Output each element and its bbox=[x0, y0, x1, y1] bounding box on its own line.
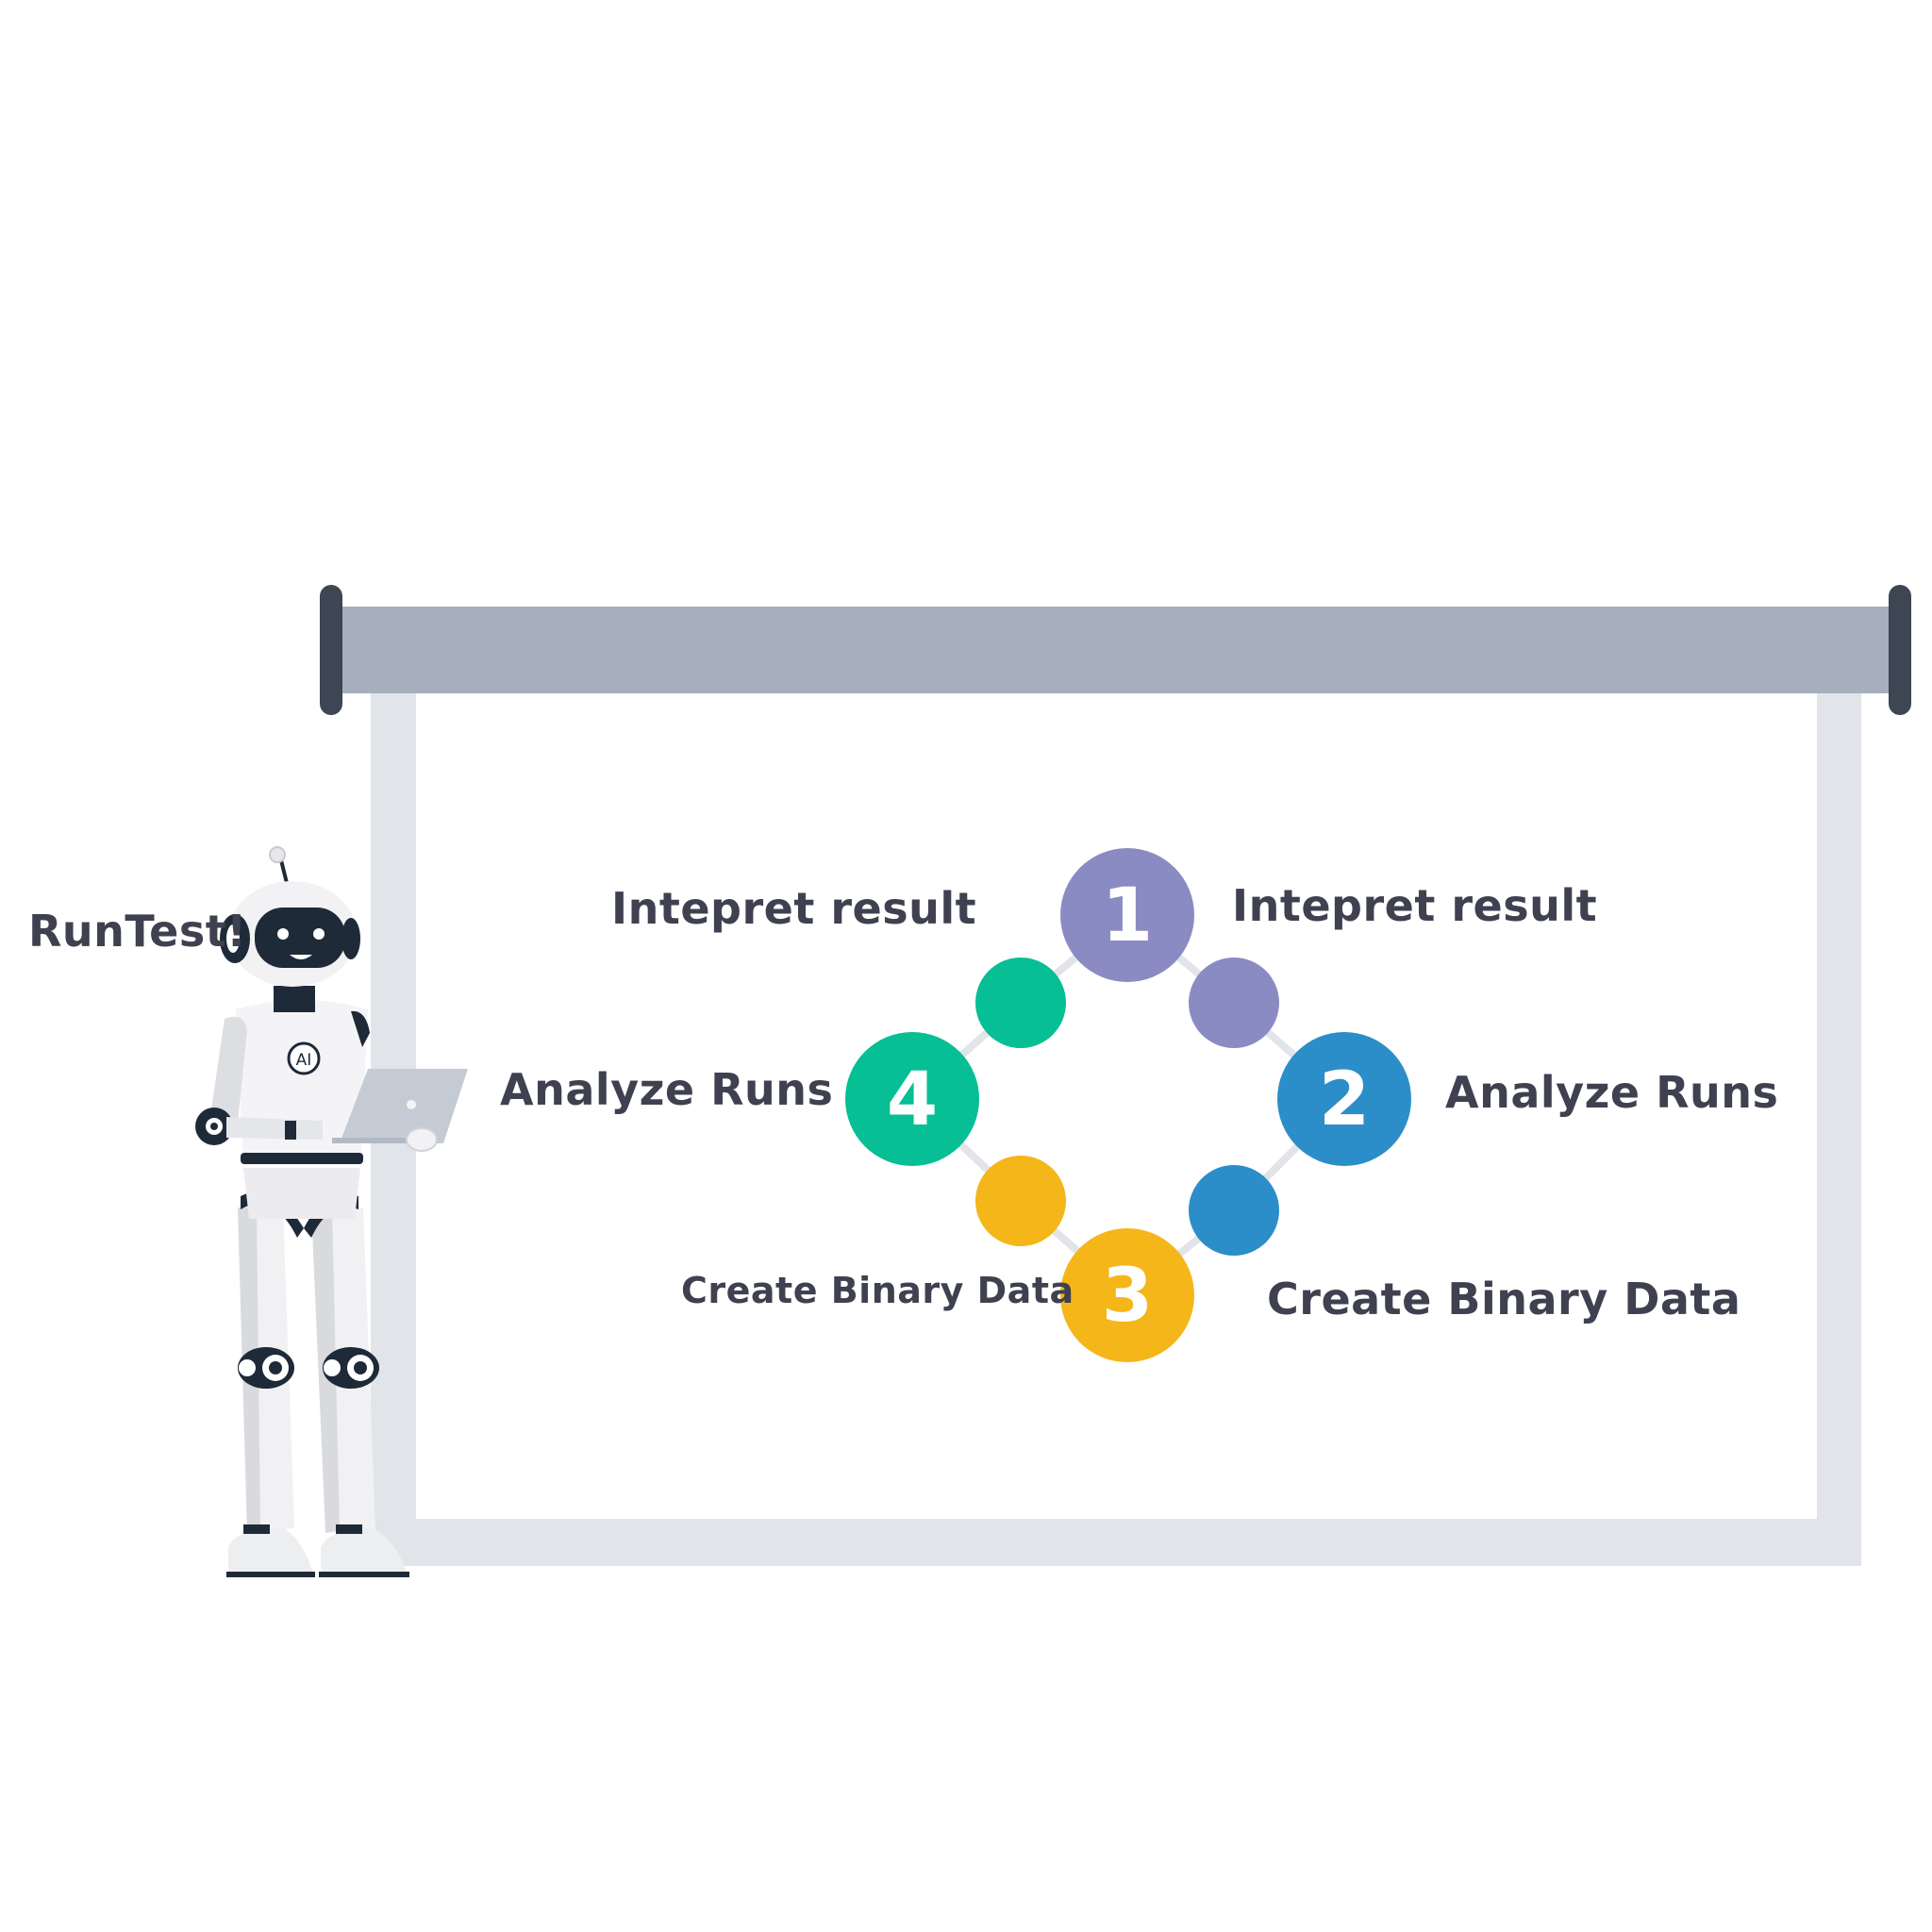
robot-neck bbox=[274, 986, 315, 1012]
step-2-number: 2 bbox=[1319, 1058, 1370, 1142]
connector-dot-yellow bbox=[975, 1156, 1066, 1246]
robot-left-arm bbox=[209, 1016, 247, 1123]
projection-screen bbox=[320, 585, 1911, 1566]
step-2-circle bbox=[1277, 1032, 1411, 1166]
step-3-number: 3 bbox=[1102, 1254, 1153, 1339]
robot-left-foot bbox=[228, 1528, 313, 1574]
robot-shoulder-right bbox=[351, 1010, 370, 1047]
robot-antenna-tip bbox=[269, 846, 286, 863]
robot-ear-left-inner bbox=[226, 924, 240, 953]
step-1-circle bbox=[1060, 848, 1194, 982]
screen-roller bbox=[330, 607, 1901, 693]
connector-dot-blue bbox=[1189, 1165, 1279, 1256]
robot-right-foot bbox=[321, 1528, 408, 1574]
laptop-base bbox=[332, 1138, 438, 1143]
step-2-label-left: Analyze Runs bbox=[500, 1064, 834, 1115]
robot-right-knee bbox=[323, 1347, 379, 1389]
step-4: 4 bbox=[845, 1032, 979, 1166]
step-3-label-right: Create Binary Data bbox=[1267, 1274, 1741, 1324]
step-3-circle bbox=[1060, 1228, 1194, 1362]
robot-left-knee bbox=[238, 1347, 294, 1389]
robot-right-hand bbox=[406, 1127, 438, 1152]
robot-illustration: AI bbox=[195, 846, 468, 1577]
step-1-label-right: Intepret result bbox=[1232, 880, 1598, 931]
robot-pelvis bbox=[243, 1168, 360, 1219]
robot-left-sole bbox=[226, 1572, 315, 1577]
connector-dot-purple bbox=[1189, 958, 1279, 1048]
step-1-number: 1 bbox=[1102, 874, 1153, 958]
step-4-circle bbox=[845, 1032, 979, 1166]
roller-cap-left bbox=[320, 585, 342, 715]
roller-cap-right bbox=[1889, 585, 1911, 715]
robot-right-sole bbox=[319, 1572, 409, 1577]
robot-right-ankle bbox=[336, 1524, 362, 1534]
robot-right-forearm bbox=[226, 1117, 323, 1140]
robot-left-hand-core bbox=[210, 1123, 218, 1130]
robot-smile bbox=[290, 955, 312, 959]
robot-left-ankle bbox=[243, 1524, 270, 1534]
step-3: 3 bbox=[1060, 1228, 1194, 1362]
step-3-label-left: Create Binary Data bbox=[681, 1270, 1074, 1311]
robot-eye-left bbox=[277, 928, 289, 940]
robot-belt bbox=[241, 1153, 363, 1164]
robot-wrist bbox=[285, 1121, 296, 1140]
connector-dot-green bbox=[975, 958, 1066, 1048]
laptop-logo bbox=[407, 1100, 416, 1109]
screen-surface bbox=[416, 693, 1817, 1519]
step-4-number: 4 bbox=[887, 1058, 938, 1142]
robot-eye-right bbox=[313, 928, 325, 940]
step-1: 1 bbox=[1060, 848, 1194, 982]
robot-face-screen bbox=[255, 908, 345, 968]
laptop bbox=[340, 1069, 468, 1143]
step-2-label-right: Analyze Runs bbox=[1445, 1067, 1779, 1118]
speech-text: RunTest! bbox=[28, 906, 247, 957]
robot-ear-right bbox=[341, 918, 360, 959]
robot-chest-badge bbox=[287, 1041, 321, 1075]
step-1-label-left: Intepret result bbox=[611, 883, 977, 934]
robot-chest-badge-label: AI bbox=[296, 1051, 312, 1070]
step-2: 2 bbox=[1277, 1032, 1411, 1166]
